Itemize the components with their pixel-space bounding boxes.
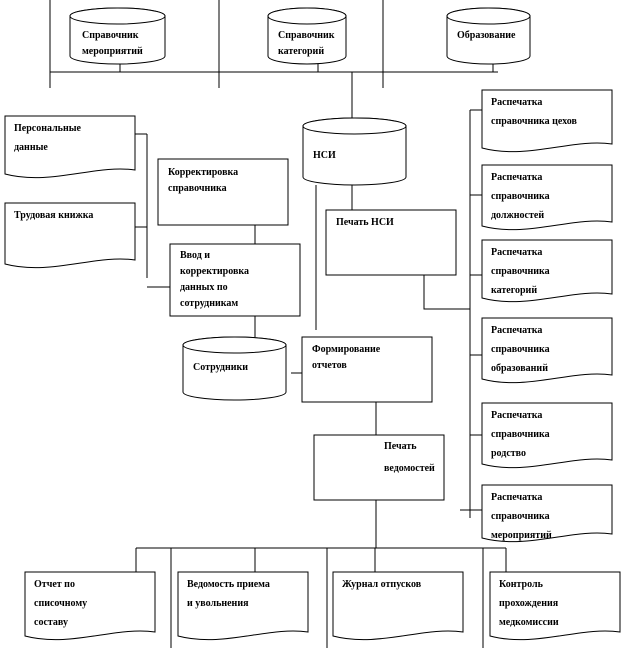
process-print-sheets-label: ведомостей: [384, 463, 435, 474]
process-data-entry-label: корректировка: [180, 266, 249, 277]
printout-0-label: справочника цехов: [491, 116, 577, 127]
db-categories-label: Справочник: [278, 30, 335, 41]
printout-3-label: Распечатка: [491, 325, 542, 336]
process-edit-reference-label: Корректировка: [168, 167, 238, 178]
connector-lines: [49, 0, 507, 648]
input-workbook: Трудовая книжка: [4, 202, 136, 269]
printout-0-label: Распечатка: [491, 97, 542, 108]
printout-0: Распечатка справочника цехов: [481, 89, 613, 153]
process-print-sheets-label: Печать: [384, 441, 417, 452]
db-categories-label: категорий: [278, 46, 324, 57]
input-personal-data-label: Персональные: [14, 123, 82, 134]
input-personal-data-label: данные: [14, 142, 48, 153]
report-0-label: составу: [34, 617, 68, 628]
report-1-label: Ведомость приема: [187, 579, 270, 590]
process-edit-reference: Корректировка справочника: [157, 158, 289, 226]
process-data-entry-label: сотрудникам: [180, 298, 238, 309]
db-events-label: мероприятий: [82, 46, 143, 57]
process-edit-reference-label: справочника: [168, 183, 227, 194]
process-reports: Формирование отчетов: [301, 336, 433, 403]
db-events-label: Справочник: [82, 30, 139, 41]
printout-5-label: мероприятий: [491, 530, 552, 541]
process-reports-label: отчетов: [312, 360, 347, 371]
printout-2: Распечатка справочника категорий: [481, 239, 613, 303]
db-education: Образование: [446, 7, 531, 65]
printout-1-label: должностей: [491, 210, 544, 221]
printout-4-label: Распечатка: [491, 410, 542, 421]
printout-5-label: справочника: [491, 511, 550, 522]
process-data-entry-label: Ввод и: [180, 250, 210, 261]
printout-5-label: Распечатка: [491, 492, 542, 503]
printout-1: Распечатка справочника должностей: [481, 164, 613, 231]
process-print-sheets: Печать ведомостей: [313, 434, 445, 501]
db-education-label: Образование: [457, 30, 516, 41]
process-print-nsi: Печать НСИ: [325, 209, 457, 276]
report-1-label: и увольнения: [187, 598, 249, 609]
process-data-entry: Ввод и корректировка данных по сотрудникам: [169, 243, 301, 317]
db-employees-label: Сотрудники: [193, 362, 248, 373]
report-3: Контроль прохождения медкомиссии: [489, 571, 621, 641]
printout-3-label: образований: [491, 363, 548, 374]
printout-2-label: справочника: [491, 266, 550, 277]
db-nsi: НСИ: [302, 117, 407, 186]
process-data-entry-label: данных по: [180, 282, 228, 293]
process-reports-label: Формирование: [312, 344, 381, 355]
report-0-label: списочному: [34, 598, 87, 609]
printout-2-label: Распечатка: [491, 247, 542, 258]
report-3-label: прохождения: [499, 598, 559, 609]
db-nsi-label: НСИ: [313, 150, 336, 161]
printout-4: Распечатка справочника родство: [481, 402, 613, 469]
report-0: Отчет по списочному составу: [24, 571, 156, 641]
printout-3-label: справочника: [491, 344, 550, 355]
report-2: Журнал отпусков: [332, 571, 464, 641]
printout-1-label: справочника: [491, 191, 550, 202]
printout-4-label: справочника: [491, 429, 550, 440]
report-0-label: Отчет по: [34, 579, 75, 590]
db-events: Справочник мероприятий: [69, 7, 166, 65]
printout-5: Распечатка справочника мероприятий: [481, 484, 613, 543]
input-workbook-label: Трудовая книжка: [14, 210, 93, 221]
printout-2-label: категорий: [491, 285, 537, 296]
db-categories: Справочник категорий: [267, 7, 347, 65]
report-2-label: Журнал отпусков: [342, 579, 422, 590]
input-personal-data: Персональные данные: [4, 115, 136, 179]
printout-1-label: Распечатка: [491, 172, 542, 183]
printout-3: Распечатка справочника образований: [481, 317, 613, 384]
report-3-label: Контроль: [499, 579, 544, 590]
report-3-label: медкомиссии: [499, 617, 559, 628]
db-employees: Сотрудники: [182, 336, 287, 401]
process-print-nsi-label: Печать НСИ: [336, 217, 394, 228]
printout-4-label: родство: [491, 448, 526, 459]
report-1: Ведомость приема и увольнения: [177, 571, 309, 641]
